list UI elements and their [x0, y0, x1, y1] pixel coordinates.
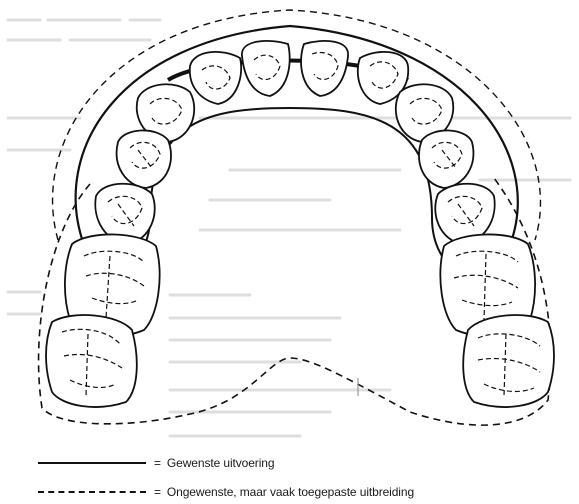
legend-label-dashed: Ongewenste, maar vaak toegepaste uitbrei…	[167, 485, 414, 499]
tooth-right-premolar-1	[419, 130, 473, 188]
teeth-left	[46, 41, 290, 407]
legend-solid-line-swatch	[38, 462, 146, 464]
legend-dashed-line-swatch	[38, 491, 146, 493]
legend-item-solid: =Gewenste uitvoering	[38, 454, 274, 472]
tooth-left-central-incisor	[242, 41, 290, 96]
tooth-left-molar-2	[46, 315, 137, 407]
legend-item-dashed: =Ongewenste, maar vaak toegepaste uitbre…	[38, 483, 414, 501]
tooth-right-central-incisor	[301, 41, 348, 96]
tooth-left-lateral-incisor	[190, 52, 241, 104]
tooth-right-molar-2	[463, 315, 554, 407]
legend-label-solid: Gewenste uitvoering	[167, 456, 275, 470]
tooth-left-premolar-1	[117, 130, 171, 188]
